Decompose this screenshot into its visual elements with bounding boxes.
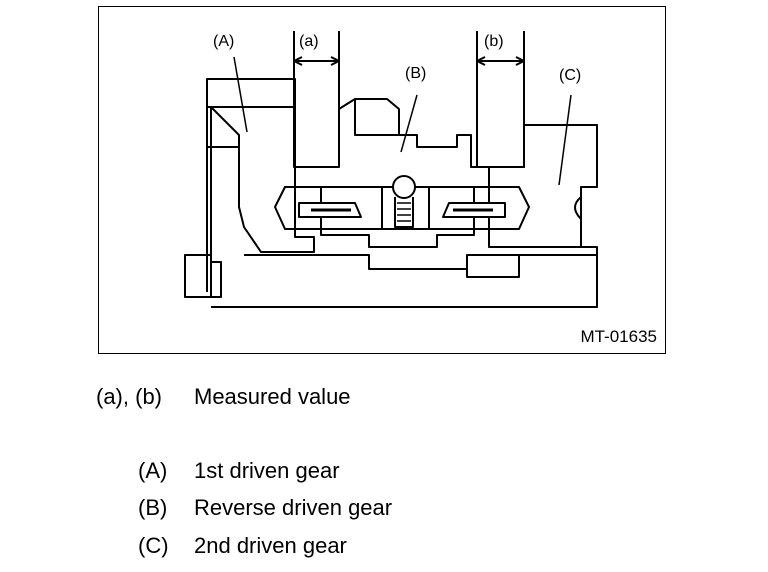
label-b: (b): [484, 33, 504, 50]
legend-item: (C) 2nd driven gear: [138, 533, 347, 559]
legend-item: (B) Reverse driven gear: [138, 495, 392, 521]
legend-item-text: 1st driven gear: [194, 458, 340, 483]
legend-measured: (a), (b) Measured value: [96, 384, 351, 410]
label-a: (a): [299, 33, 319, 50]
legend-item-key: (C): [138, 533, 169, 558]
label-C: (C): [559, 67, 582, 84]
gear-cross-section-drawing: [184, 31, 598, 308]
label-A: (A): [213, 33, 235, 50]
legend-item: (A) 1st driven gear: [138, 458, 340, 484]
legend-measured-key: (a), (b): [96, 384, 162, 409]
legend-item-text: 2nd driven gear: [194, 533, 347, 558]
figure-code: MT-01635: [580, 327, 657, 346]
legend-measured-text: Measured value: [194, 384, 351, 409]
diagram-frame: (a) (b) (A) (B) (C) MT-01635: [98, 6, 666, 354]
label-B: (B): [405, 65, 427, 82]
legend-item-key: (B): [138, 495, 168, 520]
legend-item-key: (A): [138, 458, 168, 483]
legend-item-text: Reverse driven gear: [194, 495, 393, 520]
